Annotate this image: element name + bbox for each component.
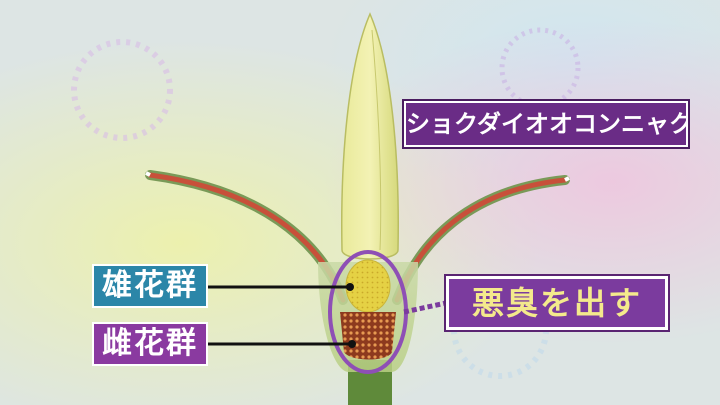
female-leader-dot — [348, 340, 356, 348]
species-title: ショクダイオオコンニャク — [404, 101, 688, 147]
decor-ring — [451, 281, 549, 379]
spadix-ridge — [371, 29, 382, 251]
decor-ring — [71, 39, 173, 141]
female-flower-zone — [340, 312, 396, 360]
odor-callout: 悪臭を出す — [446, 276, 668, 330]
male-leader-dot — [346, 283, 354, 291]
female-flower-label: 雌花群 — [92, 322, 208, 366]
male-flower-label: 雄花群 — [92, 264, 208, 308]
decor-ring — [499, 27, 581, 109]
spadix — [341, 12, 399, 260]
callout-connector — [403, 300, 447, 315]
